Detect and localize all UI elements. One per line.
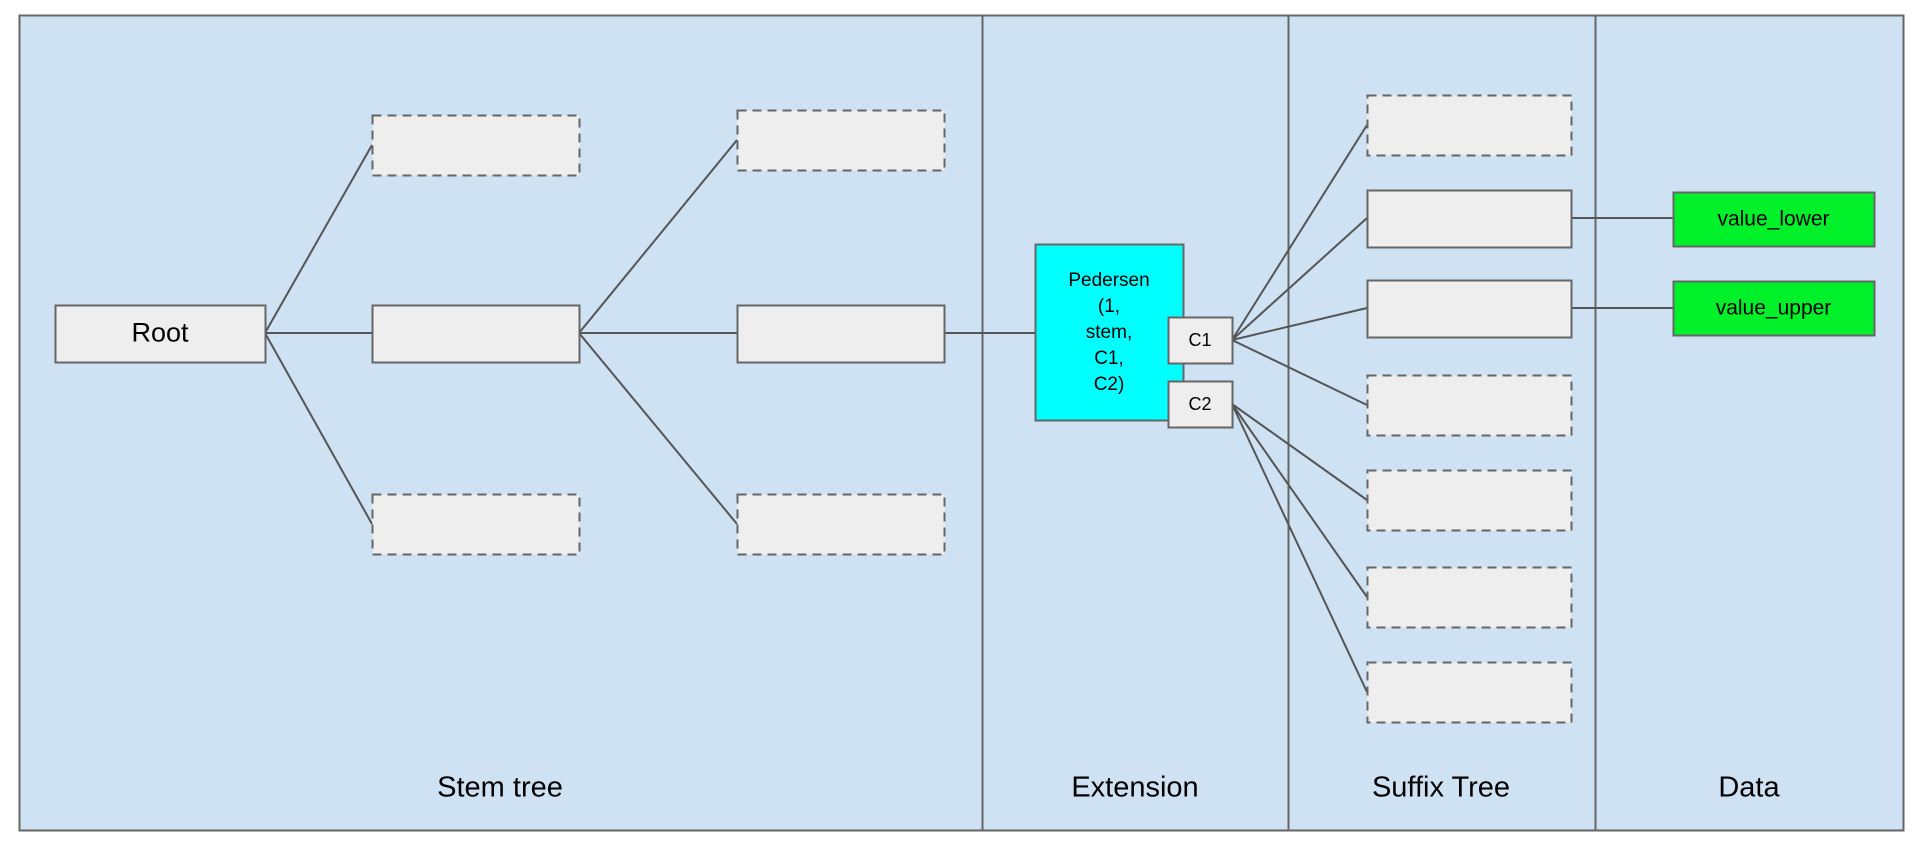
node-stem-a-mid[interactable] bbox=[371, 304, 581, 364]
node-label-value-upper: value_upper bbox=[1716, 297, 1832, 320]
diagram-container bbox=[18, 14, 1905, 832]
node-box-suffix-1[interactable] bbox=[1366, 94, 1573, 157]
node-box-stem-a-mid[interactable] bbox=[371, 304, 581, 364]
node-suffix-4[interactable] bbox=[1366, 374, 1573, 437]
lane-label-extension: Extension bbox=[1071, 772, 1198, 804]
node-suffix-3[interactable] bbox=[1366, 279, 1573, 339]
node-box-suffix-7[interactable] bbox=[1366, 661, 1573, 724]
node-stem-b-bot[interactable] bbox=[736, 493, 946, 556]
node-box-value-upper[interactable] bbox=[1672, 280, 1876, 337]
lane-label-suffix-tree: Suffix Tree bbox=[1372, 772, 1510, 804]
node-stem-b-top[interactable] bbox=[736, 109, 946, 172]
node-label-value-lower: value_lower bbox=[1717, 208, 1829, 231]
node-box-stem-b-mid[interactable] bbox=[736, 304, 946, 364]
edge-c1-to-suffix_2 bbox=[1231, 217, 1368, 341]
node-label-pedersen: Pedersen(1,stem,C1,C2) bbox=[1068, 270, 1149, 395]
edge-c2-to-suffix_5 bbox=[1231, 403, 1368, 501]
node-c2[interactable]: C2 bbox=[1167, 380, 1234, 429]
node-c1[interactable]: C1 bbox=[1167, 316, 1234, 365]
node-suffix-1[interactable] bbox=[1366, 94, 1573, 157]
edge-stem_a_mid-to-stem_b_bot bbox=[578, 332, 738, 525]
edge-c2-to-suffix_6 bbox=[1231, 403, 1368, 598]
node-suffix-6[interactable] bbox=[1366, 566, 1573, 629]
edge-c2-to-suffix_7 bbox=[1231, 403, 1368, 693]
node-box-value-lower[interactable] bbox=[1672, 191, 1876, 248]
lane-label-stem-tree: Stem tree bbox=[437, 772, 563, 804]
node-suffix-5[interactable] bbox=[1366, 469, 1573, 532]
edge-root-to-stem_a_top bbox=[264, 144, 373, 334]
node-box-stem-a-bot[interactable] bbox=[371, 493, 581, 556]
node-box-suffix-3[interactable] bbox=[1366, 279, 1573, 339]
edge-stem_a_mid-to-stem_b_top bbox=[578, 139, 738, 334]
edge-group bbox=[264, 124, 1673, 693]
node-box-c2[interactable] bbox=[1167, 380, 1234, 429]
node-stem-b-mid[interactable] bbox=[736, 304, 946, 364]
edge-c1-to-suffix_3 bbox=[1231, 307, 1368, 341]
edge-c1-to-suffix_4 bbox=[1231, 339, 1368, 406]
lane-label-data: Data bbox=[1718, 772, 1780, 804]
node-value-upper[interactable]: value_upper bbox=[1672, 280, 1876, 337]
node-box-stem-a-top[interactable] bbox=[371, 114, 581, 177]
edge-c1-to-suffix_1 bbox=[1231, 124, 1368, 341]
swimlane-group: Stem tree Extension Suffix Tree Data bbox=[437, 15, 1780, 830]
node-box-root[interactable] bbox=[54, 304, 267, 364]
node-value-lower[interactable]: value_lower bbox=[1672, 191, 1876, 248]
node-box-stem-b-bot[interactable] bbox=[736, 493, 946, 556]
node-label-c1: C1 bbox=[1188, 330, 1211, 350]
node-box-suffix-6[interactable] bbox=[1366, 566, 1573, 629]
node-label-root: Root bbox=[131, 318, 189, 348]
node-box-suffix-5[interactable] bbox=[1366, 469, 1573, 532]
node-box-stem-b-top[interactable] bbox=[736, 109, 946, 172]
node-suffix-7[interactable] bbox=[1366, 661, 1573, 724]
node-box-pedersen[interactable] bbox=[1034, 243, 1185, 422]
node-box-suffix-2[interactable] bbox=[1366, 189, 1573, 249]
node-suffix-2[interactable] bbox=[1366, 189, 1573, 249]
edge-root-to-stem_a_bot bbox=[264, 332, 373, 525]
node-pedersen[interactable]: Pedersen(1,stem,C1,C2) bbox=[1034, 243, 1185, 422]
node-root[interactable]: Root bbox=[54, 304, 267, 364]
node-box-suffix-4[interactable] bbox=[1366, 374, 1573, 437]
node-box-c1[interactable] bbox=[1167, 316, 1234, 365]
node-stem-a-bot[interactable] bbox=[371, 493, 581, 556]
node-label-c2: C2 bbox=[1188, 394, 1211, 414]
node-stem-a-top[interactable] bbox=[371, 114, 581, 177]
